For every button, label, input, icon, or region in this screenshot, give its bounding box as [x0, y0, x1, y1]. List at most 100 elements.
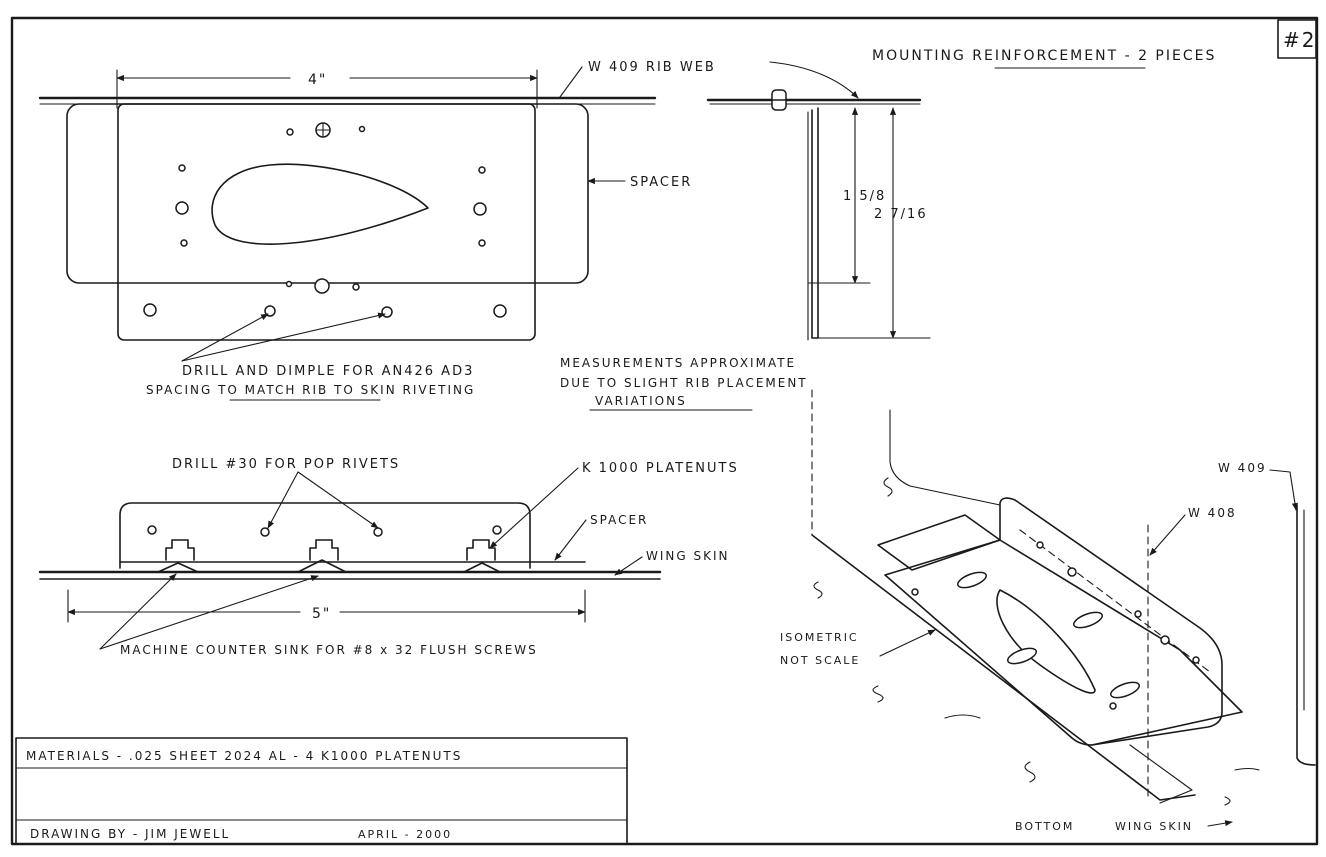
- drawing-title: MOUNTING REINFORCEMENT - 2 PIECES: [872, 48, 1216, 64]
- wing-skin-leader: [614, 556, 643, 576]
- rib-section: [811, 107, 819, 339]
- rib-web-arrow: [769, 61, 859, 99]
- materials-note: MATERIALS - .025 SHEET 2024 AL - 4 K1000…: [26, 749, 462, 763]
- countersink: [297, 559, 347, 573]
- shading-squiggle: [944, 714, 981, 719]
- width-dim-label: 4": [308, 72, 327, 88]
- w409-label: W 409: [1218, 461, 1267, 475]
- iso-cutout: [996, 589, 1096, 694]
- iso-wing-skin-label: WING SKIN: [1115, 820, 1193, 833]
- iso-holes: [911, 541, 1200, 710]
- section-spacer-label: SPACER: [590, 513, 648, 527]
- iso-plate-flange: [999, 497, 1223, 746]
- platenut-hole: [473, 202, 487, 216]
- iso-hole: [1036, 541, 1044, 549]
- rivet-hole: [286, 128, 294, 136]
- w408-leader: [1149, 514, 1186, 556]
- iso-spacer: [877, 514, 1001, 571]
- dimple-hole: [143, 303, 157, 317]
- countersink-leader: [99, 575, 319, 650]
- iso-platenut: [1073, 611, 1103, 629]
- iso-platenut: [1110, 681, 1140, 699]
- shading-squiggle: [1024, 761, 1036, 783]
- side-view: 1 5/8 2 7/16 MEASUREMENTS APPROXIMATE DU…: [560, 89, 931, 536]
- rivet-hole: [180, 239, 188, 247]
- drawing-date: APRIL - 2000: [358, 828, 452, 841]
- pop-rivet-hole: [147, 525, 157, 535]
- measure-note-line2: DUE TO SLIGHT RIB PLACEMENT: [560, 376, 808, 390]
- sheet-number-box: [1277, 19, 1317, 59]
- pop-rivet-hole: [373, 527, 383, 537]
- top-view-holes: [143, 122, 507, 318]
- reinforcement-plate: [117, 103, 536, 341]
- iso-wing-skin-leader: [1207, 820, 1233, 827]
- pop-rivet-hole: [260, 527, 270, 537]
- drawn-by: DRAWING BY - JIM JEWELL: [30, 827, 230, 841]
- iso-bottom-skin: [1129, 744, 1193, 804]
- drill-leader: [181, 312, 386, 362]
- platenut-hole: [314, 278, 330, 294]
- shading-squiggle: [813, 581, 823, 599]
- title-block: MATERIALS - .025 SHEET 2024 AL - 4 K1000…: [15, 737, 628, 845]
- pop-rivet-label: DRILL #30 FOR POP RIVETS: [172, 457, 400, 472]
- iso-hole: [1109, 702, 1117, 710]
- isometric-view: W 408 W 409 ISOMETRIC NOT SCALE BOTTOM W…: [780, 409, 1316, 833]
- iso-skin-edge: [811, 534, 1196, 801]
- title-block-frame: [15, 737, 628, 845]
- rivet-hole: [358, 125, 366, 133]
- measure-note-line3: VARIATIONS: [595, 394, 687, 408]
- dim-inner-label: 1 5/8: [843, 189, 886, 204]
- iso-platenut: [957, 571, 987, 589]
- section-spacer-leader: [554, 519, 587, 561]
- iso-plate-base: [884, 539, 1243, 746]
- w409-leader: [1269, 469, 1298, 511]
- pop-rivet-leader: [267, 471, 299, 529]
- iso-rib: [889, 409, 1001, 506]
- platenut: [309, 539, 339, 561]
- iso-platenuts: [957, 571, 1140, 699]
- iso-hole: [911, 588, 919, 596]
- countersink: [463, 562, 501, 573]
- rib-web-label: W 409 RIB WEB: [588, 60, 716, 75]
- platenut-hole: [175, 201, 189, 215]
- reinforcement-profile: [119, 502, 531, 569]
- w409-rib: [1296, 504, 1316, 766]
- rivet-hole: [352, 283, 360, 291]
- pop-rivet-hole: [492, 525, 502, 535]
- shading-squiggle: [883, 477, 893, 497]
- drill-note-line2: SPACING TO MATCH RIB TO SKIN RIVETING: [146, 383, 475, 397]
- countersink-leader: [99, 573, 177, 650]
- dimple-hole: [493, 304, 507, 318]
- rivet-hole: [478, 239, 486, 247]
- rivet-hole: [478, 166, 486, 174]
- rivet-hole: [178, 164, 186, 172]
- section-view: DRILL #30 FOR POP RIVETS K 1000 PLATENUT…: [38, 457, 737, 657]
- wing-skin-label: WING SKIN: [646, 549, 730, 563]
- platenut: [466, 539, 496, 561]
- pop-rivet-leader: [297, 471, 379, 529]
- platenut-leader: [489, 467, 579, 549]
- iso-note-line2: NOT SCALE: [780, 654, 860, 667]
- top-view: 4" W 409 RIB WEB: [38, 60, 859, 401]
- iso-hole: [1134, 610, 1142, 618]
- iso-hole: [1067, 567, 1077, 577]
- iso-note-leader: [879, 629, 936, 657]
- iso-note-line1: ISOMETRIC: [780, 631, 859, 644]
- rivet-hole: [285, 280, 293, 288]
- spacer-label: SPACER: [630, 175, 692, 190]
- sheet-border: [10, 16, 1319, 846]
- iso-platenut: [1007, 647, 1037, 665]
- shading-squiggle: [1224, 796, 1231, 806]
- platenut: [165, 539, 195, 561]
- section-width-label: 5": [312, 606, 331, 622]
- countersink-note: MACHINE COUNTER SINK FOR #8 x 32 FLUSH S…: [120, 643, 538, 657]
- dimple-hole: [381, 306, 393, 318]
- countersink: [157, 562, 199, 573]
- teardrop-cutout: [211, 163, 429, 245]
- iso-bottom-label: BOTTOM: [1015, 820, 1074, 833]
- shading-squiggle: [1234, 767, 1260, 771]
- measure-note-line1: MEASUREMENTS APPROXIMATE: [560, 356, 796, 370]
- iso-hole: [1192, 656, 1200, 664]
- sheet-number: #2: [1283, 28, 1316, 52]
